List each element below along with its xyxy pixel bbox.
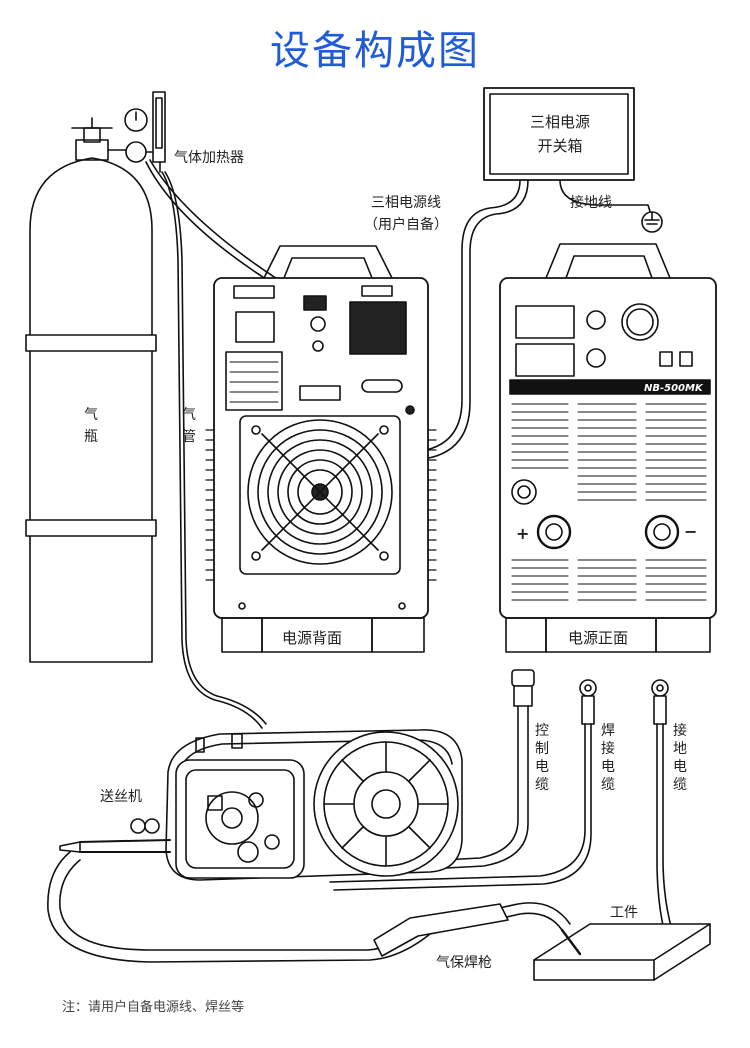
gas-hose-label: 气 管 [182, 407, 196, 445]
gas-heater-label: 气体加热器 [174, 150, 244, 166]
gas-hose [161, 171, 263, 729]
welding-cable-label: 焊接电缆 [601, 723, 615, 793]
regulator [107, 91, 166, 173]
minus-terminal-label: − [684, 522, 698, 541]
model-label: NB-500MK [644, 383, 704, 394]
ground-cable [651, 679, 673, 944]
ground-symbol [641, 211, 663, 233]
control-cable [329, 669, 535, 875]
torch-label: 气保焊枪 [436, 955, 492, 971]
ground-wire-label: 接地线 [570, 195, 612, 211]
front-panel [499, 243, 717, 653]
wire-feeder-label: 送丝机 [100, 789, 142, 805]
plus-terminal-label: + [516, 524, 530, 543]
power-cable-label: 三相电源线 （用户自备） [364, 195, 448, 233]
power-switch-box-label: 三相电源 开关箱 [529, 113, 590, 155]
page-title: 设备构成图 [270, 28, 480, 74]
control-cable-label: 控制电缆 [535, 723, 549, 793]
ground-cable-label: 接地电缆 [673, 723, 687, 793]
workpiece-label: 工件 [610, 905, 638, 921]
gas-cylinder [25, 117, 157, 663]
rear-panel [205, 245, 437, 653]
rear-panel-label: 电源背面 [282, 629, 343, 647]
footnote: 注：请用户自备电源线、焊丝等 [62, 1000, 245, 1015]
torch [47, 818, 582, 963]
power-switch-box [483, 87, 635, 181]
front-panel-label: 电源正面 [568, 629, 629, 647]
wire-feeder [165, 729, 463, 881]
welding-cable [329, 679, 597, 891]
workpiece [533, 923, 711, 981]
gas-cylinder-label: 气 瓶 [84, 407, 98, 445]
